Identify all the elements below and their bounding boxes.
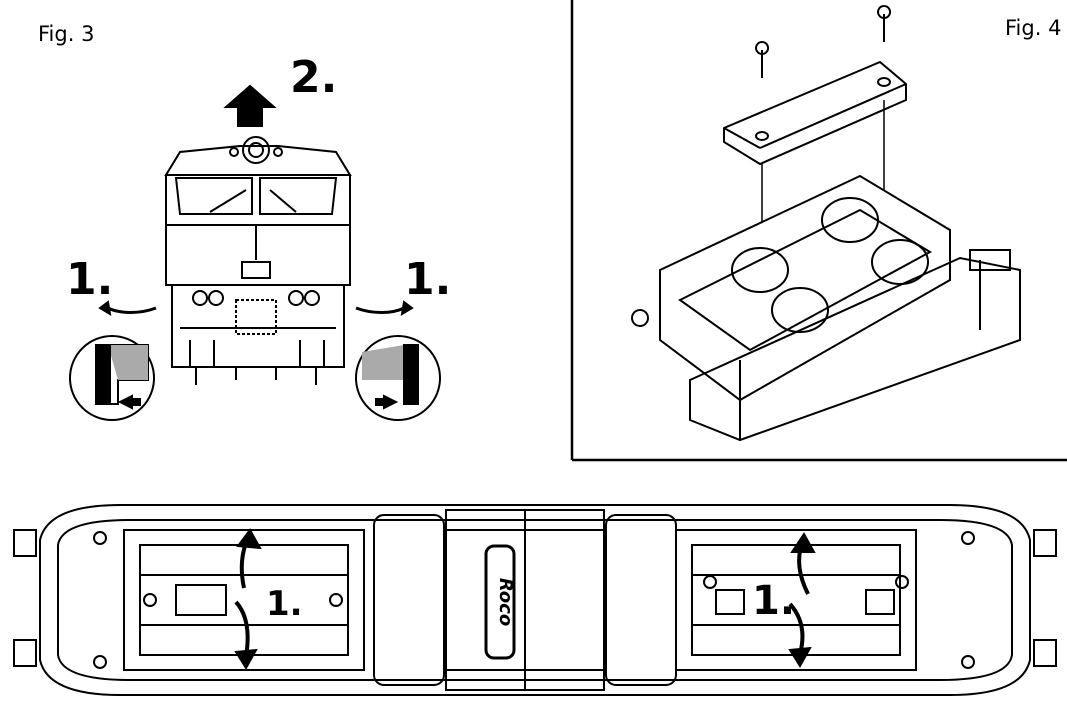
detail-circle-left (69, 335, 155, 421)
step-label-bottom-left: 1. (266, 584, 303, 624)
step-label-fig3-left: 1. (66, 254, 114, 305)
lift-arrow-icon (223, 84, 277, 127)
locomotive-front-view (98, 84, 414, 385)
step-label-fig3-right: 1. (404, 254, 452, 305)
bogie-cover-exploded-view (631, 5, 1021, 442)
step-label-fig3-lift: 2. (290, 52, 338, 103)
fig3-label: Fig. 3 (38, 22, 95, 46)
fig4-label: Fig. 4 (1005, 16, 1062, 40)
roco-logo: Roco (495, 578, 516, 626)
step-label-bottom-right: 1. (752, 578, 796, 624)
detail-circle-right (355, 335, 441, 421)
locomotive-underside-view (13, 504, 1057, 696)
